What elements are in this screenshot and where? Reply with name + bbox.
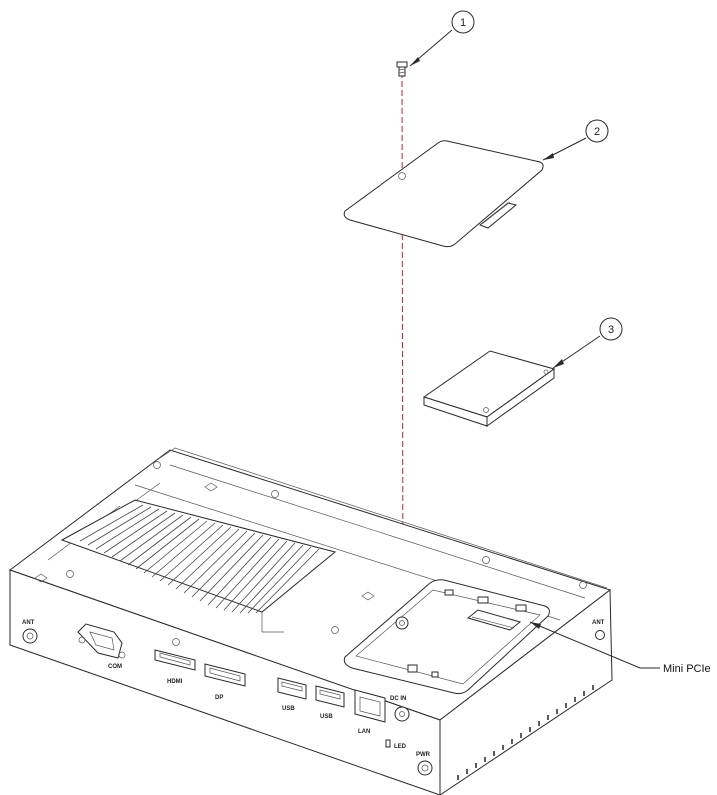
port-label-com: COM	[108, 664, 122, 670]
mini-pcie-label: Mini PCIe	[663, 663, 711, 675]
callout-2: 2	[542, 119, 609, 161]
port-label-usb-a: USB	[282, 706, 295, 712]
port-label-led: LED	[394, 744, 407, 750]
port-label-usb-b: USB	[320, 714, 333, 720]
port-label-pwr: PWR	[416, 752, 431, 758]
port-label-ant-left: ANT	[22, 620, 35, 626]
port-label-lan: LAN	[358, 729, 370, 735]
port-label-power: DC IN	[390, 696, 406, 702]
front-io-panel: ANT COM HDMI DP USB USB	[22, 620, 605, 776]
heatsink-fins	[60, 499, 337, 633]
side-vents	[457, 685, 594, 780]
callout-2-label: 2	[594, 126, 600, 138]
port-label-hdmi: HDMI	[167, 679, 183, 685]
mini-pcie-callout: Mini PCIe	[529, 621, 711, 675]
callout-3: 3	[552, 317, 623, 369]
cover-plate-part	[343, 140, 544, 248]
assembly-axis-line	[401, 71, 404, 623]
callout-1-label: 1	[460, 17, 466, 29]
screw-part	[396, 61, 408, 77]
mini-pcie-bay	[343, 579, 550, 695]
callout-1: 1	[409, 10, 475, 67]
chassis: ANT COM HDMI DP USB USB	[8, 447, 613, 795]
callout-3-label: 3	[608, 324, 614, 336]
mini-pcie-card-part	[422, 350, 556, 427]
port-label-dp: DP	[215, 695, 223, 701]
port-label-ant-right: ANT	[592, 620, 605, 626]
